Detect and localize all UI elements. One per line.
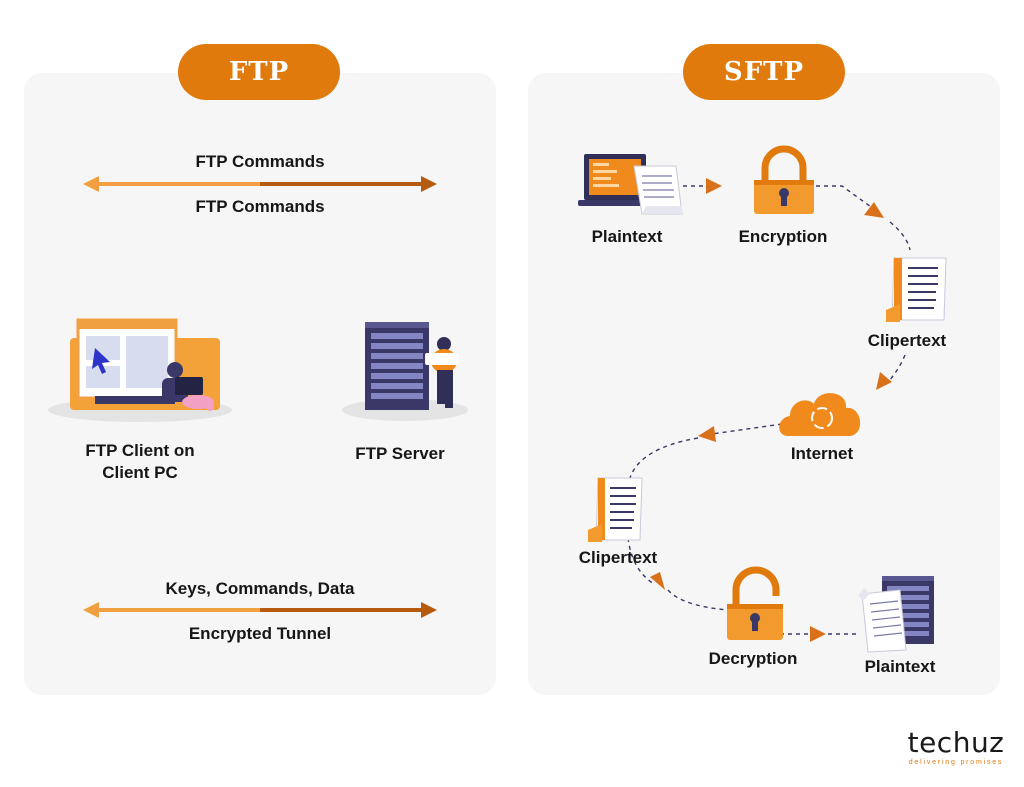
clipertext-document-icon-2 [588,477,643,542]
sftp-title: SFTP [683,44,845,100]
plaintext-server-icon [858,576,934,653]
sftp-step-encryption: Encryption [738,227,828,246]
sftp-step-clipertext-1: Clipertext [867,331,947,350]
ftp-commands-label-lower: FTP Commands [195,197,325,216]
brand-name: techuz [907,726,1005,759]
ftp-client-label-line1: FTP Client on [85,441,195,460]
ftp-client-illustration [48,318,232,422]
ftp-commands-double-arrow [83,176,437,192]
plaintext-laptop-icon [578,154,683,215]
internet-cloud-icon [779,393,861,436]
ftp-server-label: FTP Server [355,444,445,463]
ftp-commands-label-upper: FTP Commands [195,152,325,171]
sftp-flow-arrowheads [650,178,892,642]
ftp-client-label-line2: Client PC [102,463,178,482]
techuz-logo: techuz delivering promises [906,726,1006,767]
ftp-client-label: FTP Client on Client PC [60,440,220,484]
sftp-step-plaintext-2: Plaintext [864,657,936,676]
clipertext-document-icon [886,257,947,322]
encryption-lock-icon [754,145,814,214]
ftp-server-illustration [342,322,468,421]
sftp-step-internet: Internet [790,444,854,463]
decryption-lock-icon [727,566,783,640]
sftp-step-clipertext-2: Clipertext [578,548,658,567]
encrypted-tunnel-label: Encrypted Tunnel [188,624,332,643]
sftp-step-plaintext-1: Plaintext [591,227,663,246]
encrypted-tunnel-double-arrow [83,602,437,618]
sftp-step-decryption: Decryption [708,649,798,668]
brand-tagline: delivering promises [908,759,1004,766]
keys-commands-data-label: Keys, Commands, Data [165,579,355,598]
ftp-title: FTP [178,44,340,100]
